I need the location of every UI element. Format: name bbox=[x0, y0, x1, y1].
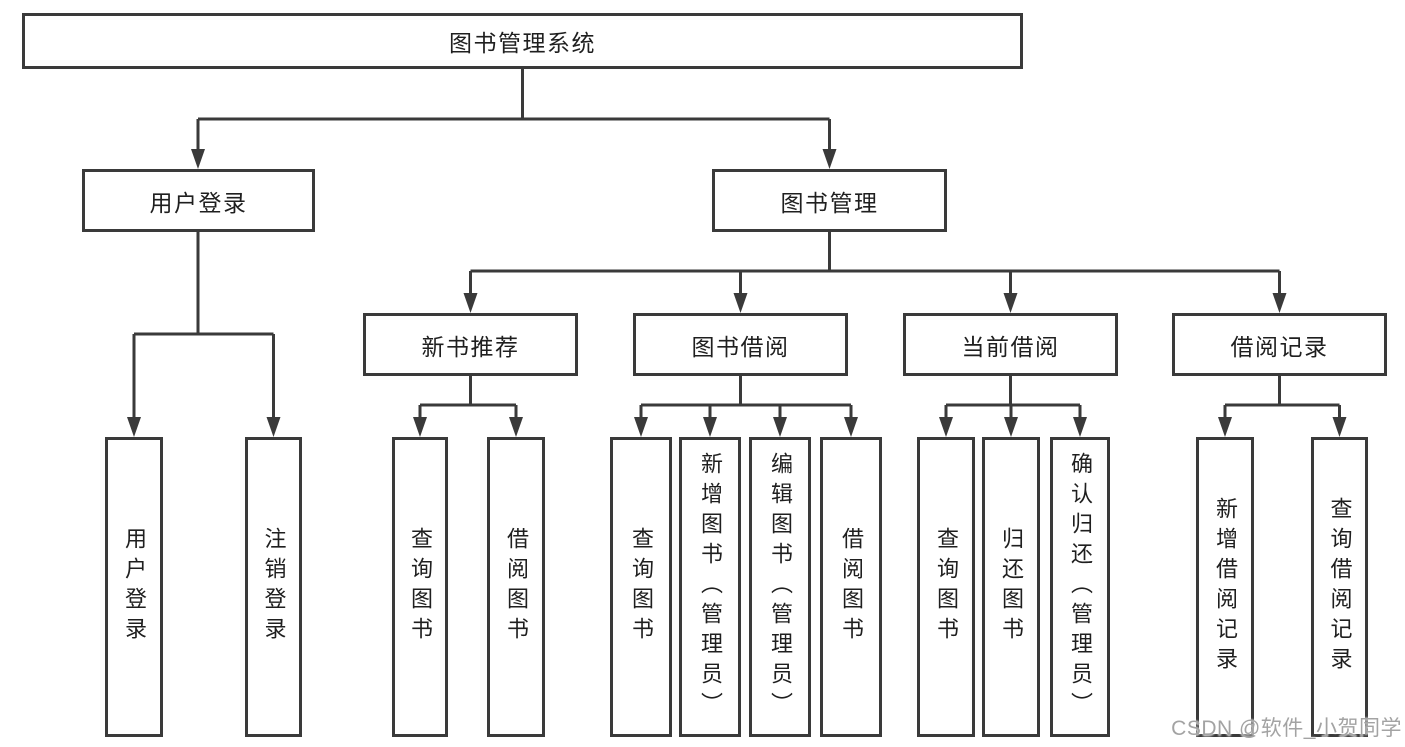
node-current-borrowing: 当前借阅 bbox=[903, 313, 1118, 376]
leaf-current-return-books: 归还图书 bbox=[982, 437, 1040, 737]
arrowhead bbox=[1332, 417, 1347, 437]
leaf-label: 用户登录 bbox=[122, 527, 147, 647]
arrowhead bbox=[1272, 293, 1287, 313]
leaf-label: 查询图书 bbox=[408, 527, 433, 647]
arrowhead bbox=[1003, 293, 1018, 313]
node-label: 当前借阅 bbox=[961, 333, 1060, 360]
arrowhead bbox=[1073, 417, 1087, 437]
leaf-records-add-record: 新增借阅记录 bbox=[1196, 437, 1254, 737]
leaf-label: 查询借阅记录 bbox=[1327, 497, 1353, 677]
node-label: 图书管理系统 bbox=[449, 30, 596, 56]
node-new-book-recommend: 新书推荐 bbox=[363, 313, 578, 376]
csdn-watermark: CSDN @软件_小贺同学 bbox=[1171, 717, 1402, 740]
leaf-recommend-borrow-books: 借阅图书 bbox=[487, 437, 545, 737]
arrowhead bbox=[844, 417, 858, 437]
arrowhead bbox=[733, 293, 748, 313]
arrowhead bbox=[463, 293, 478, 313]
node-label: 新书推荐 bbox=[421, 333, 520, 360]
arrowhead bbox=[634, 417, 648, 437]
arrowhead bbox=[191, 149, 205, 169]
arrowhead bbox=[773, 417, 787, 437]
leaf-borrow-add-books-admin: 新增图书（管理员） bbox=[679, 437, 741, 737]
leaf-label: 借阅图书 bbox=[839, 527, 864, 647]
leaf-label: 归还图书 bbox=[999, 527, 1024, 647]
node-label: 借阅记录 bbox=[1230, 333, 1329, 360]
arrowhead bbox=[822, 149, 837, 169]
leaf-label: 查询图书 bbox=[934, 527, 959, 647]
leaf-label: 注销登录 bbox=[261, 527, 287, 647]
leaf-user-login: 用户登录 bbox=[105, 437, 163, 737]
leaf-current-query-books: 查询图书 bbox=[917, 437, 975, 737]
connector-level3-children bbox=[418, 376, 1341, 419]
leaf-logout: 注销登录 bbox=[245, 437, 302, 737]
arrowhead bbox=[939, 417, 953, 437]
arrowhead bbox=[1218, 417, 1232, 437]
leaf-label: 新增借阅记录 bbox=[1213, 497, 1238, 677]
leaf-label: 编辑图书（管理员） bbox=[768, 452, 793, 722]
node-book-borrowing: 图书借阅 bbox=[633, 313, 848, 376]
arrowhead bbox=[703, 417, 717, 437]
connector-root-to-level2 bbox=[196, 69, 831, 151]
node-label: 图书管理 bbox=[780, 189, 879, 216]
node-user-login: 用户登录 bbox=[82, 169, 315, 232]
leaf-label: 借阅图书 bbox=[504, 527, 529, 647]
leaf-records-query-record: 查询借阅记录 bbox=[1311, 437, 1368, 737]
arrowheads bbox=[127, 149, 1347, 437]
leaf-borrow-borrow-books: 借阅图书 bbox=[820, 437, 882, 737]
leaf-label: 新增图书（管理员） bbox=[698, 452, 723, 722]
node-label: 用户登录 bbox=[149, 189, 248, 216]
node-borrowing-records: 借阅记录 bbox=[1172, 313, 1387, 376]
arrowhead bbox=[413, 417, 427, 437]
node-library-system: 图书管理系统 bbox=[22, 13, 1023, 69]
leaf-label: 查询图书 bbox=[629, 527, 654, 647]
arrowhead bbox=[266, 417, 281, 437]
node-label: 图书借阅 bbox=[691, 333, 790, 360]
arrowhead bbox=[509, 417, 523, 437]
leaf-borrow-query-books: 查询图书 bbox=[610, 437, 672, 737]
leaf-recommend-query-books: 查询图书 bbox=[392, 437, 448, 737]
arrowhead bbox=[127, 417, 141, 437]
connector-user-login-children bbox=[132, 232, 275, 419]
node-book-management: 图书管理 bbox=[712, 169, 947, 232]
arrowhead bbox=[1004, 417, 1018, 437]
leaf-borrow-edit-books-admin: 编辑图书（管理员） bbox=[749, 437, 811, 737]
leaf-current-confirm-return-admin: 确认归还（管理员） bbox=[1050, 437, 1110, 737]
connector-book-mgmt-to-level3 bbox=[469, 232, 1281, 295]
leaf-label: 确认归还（管理员） bbox=[1068, 452, 1093, 722]
